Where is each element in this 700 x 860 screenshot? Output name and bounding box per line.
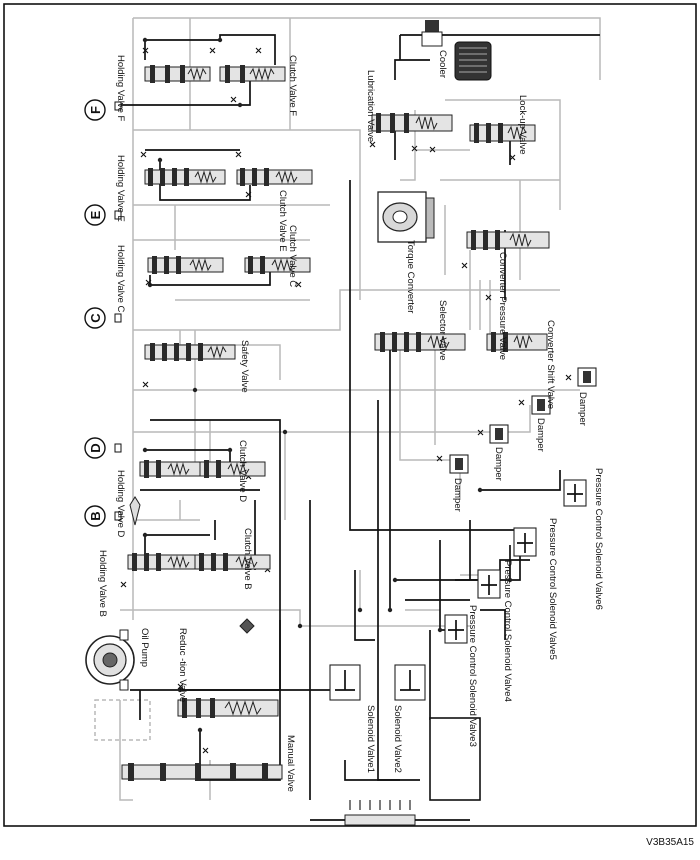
label-pcsv-5: Pressure Control Solenoid Valve5	[547, 518, 558, 660]
label-safety-valve: Safety Valve	[239, 340, 250, 393]
junction-dots	[142, 37, 513, 733]
torque-converter	[377, 191, 435, 243]
safety-valve	[144, 343, 236, 361]
control-unit-box	[429, 717, 481, 801]
converter-pressure-valve	[466, 230, 550, 250]
holding-valve-c	[147, 256, 224, 274]
clutch-valve-d	[199, 460, 266, 478]
labels: Holding Valve F Clutch Valve F Holding V…	[97, 50, 604, 792]
holding-valve-f	[144, 65, 211, 83]
damper-1	[449, 454, 469, 474]
converter-shift-valve	[486, 332, 548, 352]
label-clutch-valve-c: Clutch Valve C	[287, 225, 298, 287]
label-clutch-valve-f: Clutch Valve F	[287, 55, 298, 116]
holding-valve-b	[127, 553, 204, 571]
label-cooler: Cooler	[437, 50, 448, 78]
pressure-relief-icon	[399, 20, 600, 60]
pcsv-5	[513, 527, 537, 557]
label-holding-valve-e: Holding Valve E	[115, 155, 126, 222]
label-damper-4: Damper	[577, 392, 588, 426]
clutch-valve-b	[194, 553, 271, 571]
label-damper-3: Damper	[535, 418, 546, 452]
label-lockup-valve: Lock-up Valve	[517, 95, 528, 155]
manual-valve	[121, 763, 283, 781]
clutch-valve-e	[236, 168, 313, 186]
label-converter-shift-valve: Converter Shift Valve	[545, 320, 556, 409]
check-valve-icon	[129, 496, 141, 526]
clutch-valve-f	[219, 65, 286, 83]
label-damper-1: Damper	[452, 478, 463, 512]
label-pcsv-3: Pressure Control Solenoid Valve3	[467, 605, 478, 747]
damper-4	[577, 367, 597, 387]
label-converter-pressure-valve: Converter Pressure Valve	[497, 252, 508, 360]
label-pcsv-4: Pressure Control Solenoid Valve4	[502, 560, 513, 702]
solenoid-valve-1	[329, 664, 361, 701]
port-f: F	[84, 99, 122, 121]
clutch-valve-c	[244, 256, 311, 274]
figure-code: V3B35A15	[646, 837, 694, 848]
damper-2	[489, 424, 509, 444]
label-clutch-valve-b: Clutch Valve B	[242, 528, 253, 590]
selector-valve	[374, 332, 466, 352]
exhaust-marks	[120, 47, 572, 754]
pcsv-3	[444, 614, 468, 644]
label-lubrication-valve: Lubrication Valve	[365, 70, 376, 142]
svg-text:D: D	[88, 443, 103, 452]
label-holding-valve-f: Holding Valve F	[115, 55, 126, 122]
oil-pump	[85, 629, 135, 691]
label-clutch-valve-e: Clutch Valve E	[277, 190, 288, 252]
port-e: E	[84, 204, 122, 226]
oil-strainer	[310, 800, 470, 826]
holding-valve-e	[144, 168, 226, 186]
label-clutch-valve-d: Clutch Valve D	[237, 440, 248, 502]
label-reduction-valve: Reduc -tion Valve	[177, 628, 188, 702]
label-damper-2: Damper	[493, 447, 504, 481]
label-torque-converter: Torque Converter	[405, 240, 416, 313]
solenoid-valve-2	[394, 664, 426, 701]
reduction-valve	[177, 698, 279, 718]
label-selector-valve: Selector Valve	[437, 300, 448, 361]
cooler	[454, 41, 492, 81]
label-holding-valve-b: Holding Valve B	[97, 550, 108, 617]
svg-text:C: C	[88, 313, 103, 323]
diagram-frame	[3, 3, 697, 827]
lockup-valve	[469, 123, 536, 143]
holding-valve-d	[139, 460, 206, 478]
label-solenoid-valve-2: Solenoid Valve2	[392, 705, 403, 773]
lubrication-valve	[371, 113, 453, 133]
svg-text:F: F	[88, 106, 103, 114]
line-pressure-lines	[120, 34, 561, 800]
label-solenoid-valve-1: Solenoid Valve1	[365, 705, 376, 773]
pcsv-6	[563, 479, 587, 507]
junction-block-icon	[239, 618, 255, 634]
damper-3	[531, 395, 551, 415]
pcsv-4	[477, 569, 501, 599]
label-holding-valve-d: Holding Valve D	[115, 470, 126, 538]
svg-text:E: E	[88, 210, 103, 219]
port-d: D	[84, 437, 122, 459]
svg-text:B: B	[88, 511, 103, 520]
port-b: B	[84, 505, 122, 527]
port-c: C	[84, 307, 122, 329]
label-holding-valve-c: Holding Valve C	[115, 245, 126, 313]
label-pcsv-6: Pressure Control Solenoid Valve6	[593, 468, 604, 610]
label-oil-pump: Oil Pump	[139, 628, 150, 667]
label-manual-valve: Manual Valve	[285, 735, 296, 792]
